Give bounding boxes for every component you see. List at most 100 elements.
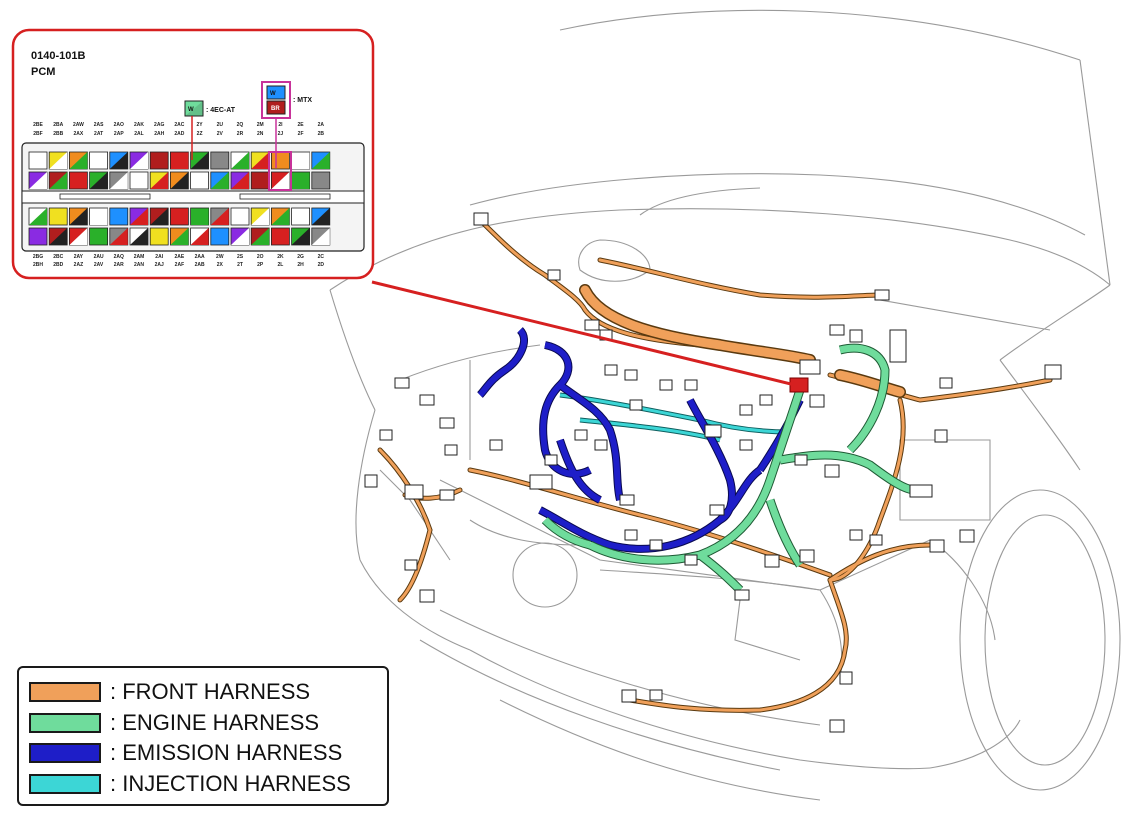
pin-cell xyxy=(169,151,189,170)
pin-cell xyxy=(169,171,189,190)
pin-cell xyxy=(149,207,169,226)
legend-item-engine: : ENGINE HARNESS xyxy=(29,708,377,739)
pin-label: 2O xyxy=(257,254,264,260)
pin-label: 2BD xyxy=(53,262,63,268)
pin-label: 2R xyxy=(237,131,244,137)
pin-cell xyxy=(28,207,48,226)
pin-label: 2AA xyxy=(195,254,205,260)
pin-label: 2AR xyxy=(114,262,124,268)
pin-cell xyxy=(149,171,169,190)
connector-code: 0140-101B xyxy=(31,50,85,62)
car-outline xyxy=(329,9,1121,801)
front-harness xyxy=(377,217,1053,713)
legend-swatch xyxy=(29,773,101,794)
pin-cell xyxy=(109,227,129,246)
pin-label: 2AE xyxy=(175,254,185,260)
pin-cell xyxy=(230,227,250,246)
pin-cell xyxy=(190,151,210,170)
pin-label: 2U xyxy=(217,122,224,128)
pin-label: 2L xyxy=(277,262,283,268)
pin-cell xyxy=(311,151,331,170)
legend-item-injection: : INJECTION HARNESS xyxy=(29,769,377,800)
pin-label: 2AP xyxy=(114,131,124,137)
pin-label: 2AD xyxy=(174,131,184,137)
pin-cell xyxy=(270,171,290,190)
pin-cell xyxy=(129,171,149,190)
pin-cell xyxy=(129,151,149,170)
pin-label: 2B xyxy=(318,131,325,137)
pin-cell xyxy=(48,207,68,226)
pin-label: 2M xyxy=(257,122,264,128)
pin-cell xyxy=(270,207,290,226)
pin-label: 2BA xyxy=(53,122,63,128)
pin-label: 2J xyxy=(278,131,284,137)
pin-cell xyxy=(48,171,68,190)
legend-item-emission: : EMISSION HARNESS xyxy=(29,738,377,769)
pin-label: 2S xyxy=(237,254,244,260)
pin-label: 2AG xyxy=(154,122,164,128)
pin-label: 2Q xyxy=(237,122,244,128)
pin-cell xyxy=(109,151,129,170)
pin-cell xyxy=(89,171,108,190)
callout-leader-line xyxy=(371,280,796,387)
pin-label: 2BE xyxy=(33,122,43,128)
pin-label: 2P xyxy=(257,262,264,268)
pin-cell xyxy=(230,151,250,170)
pin-label: 2AC xyxy=(174,122,184,128)
pin-label: 2AY xyxy=(74,254,84,260)
pin-label: 2AL xyxy=(134,131,143,137)
pin-cell xyxy=(230,171,250,190)
pin-cell xyxy=(28,227,48,246)
legend-swatch xyxy=(29,743,101,764)
legend-label: : INJECTION HARNESS xyxy=(110,770,351,796)
pin-label: 2V xyxy=(217,131,224,137)
legend-label: : FRONT HARNESS xyxy=(110,679,311,705)
pin-label: 2AS xyxy=(94,122,104,128)
pin-label: 2AK xyxy=(134,122,144,128)
legend-label: : ENGINE HARNESS xyxy=(110,709,320,735)
pin-label: 2A xyxy=(318,122,325,128)
pin-cell xyxy=(69,171,88,190)
pin-cell xyxy=(28,151,48,170)
legend-swatch xyxy=(29,682,101,703)
pin-cell xyxy=(69,151,88,170)
legend-item-front: : FRONT HARNESS xyxy=(29,677,377,708)
pin-cell xyxy=(230,207,250,226)
pin-cell xyxy=(250,227,270,246)
pin-label: 2N xyxy=(257,131,264,137)
pin-cell xyxy=(210,207,230,226)
pin-label: 2BC xyxy=(53,254,63,260)
pin-cell xyxy=(270,227,290,246)
pin-cell xyxy=(109,207,129,226)
pin-label: 2H xyxy=(297,262,304,268)
pin-cell xyxy=(69,227,88,246)
pin-cell xyxy=(169,227,189,246)
pin-cell xyxy=(291,207,311,226)
pin-cell xyxy=(89,151,108,170)
pin-cell xyxy=(250,151,270,170)
connector-name: PCM xyxy=(31,66,55,78)
pin-label: 2BB xyxy=(53,131,63,137)
pin-cell xyxy=(89,207,108,226)
harness-connectors xyxy=(364,212,1062,733)
pin-cells xyxy=(28,151,331,246)
pin-label: 2I xyxy=(278,122,283,128)
pin-label: 2AX xyxy=(74,131,84,137)
pin-label: 2AU xyxy=(94,254,104,260)
pin-label: 2X xyxy=(217,262,224,268)
pin-label: 2AT xyxy=(94,131,103,137)
legend-swatch xyxy=(29,712,101,733)
pin-label: 2BF xyxy=(33,131,42,137)
pin-cell xyxy=(311,227,331,246)
pin-cell xyxy=(190,207,210,226)
pin-cell xyxy=(169,207,189,226)
pin-label: 2AM xyxy=(134,254,145,260)
pin-cell xyxy=(291,171,311,190)
svg-text:W: W xyxy=(270,91,276,97)
pin-label: 2AI xyxy=(155,254,163,260)
pin-label: 2AZ xyxy=(74,262,83,268)
pin-label: 2F xyxy=(298,131,304,137)
pin-cell xyxy=(129,227,149,246)
